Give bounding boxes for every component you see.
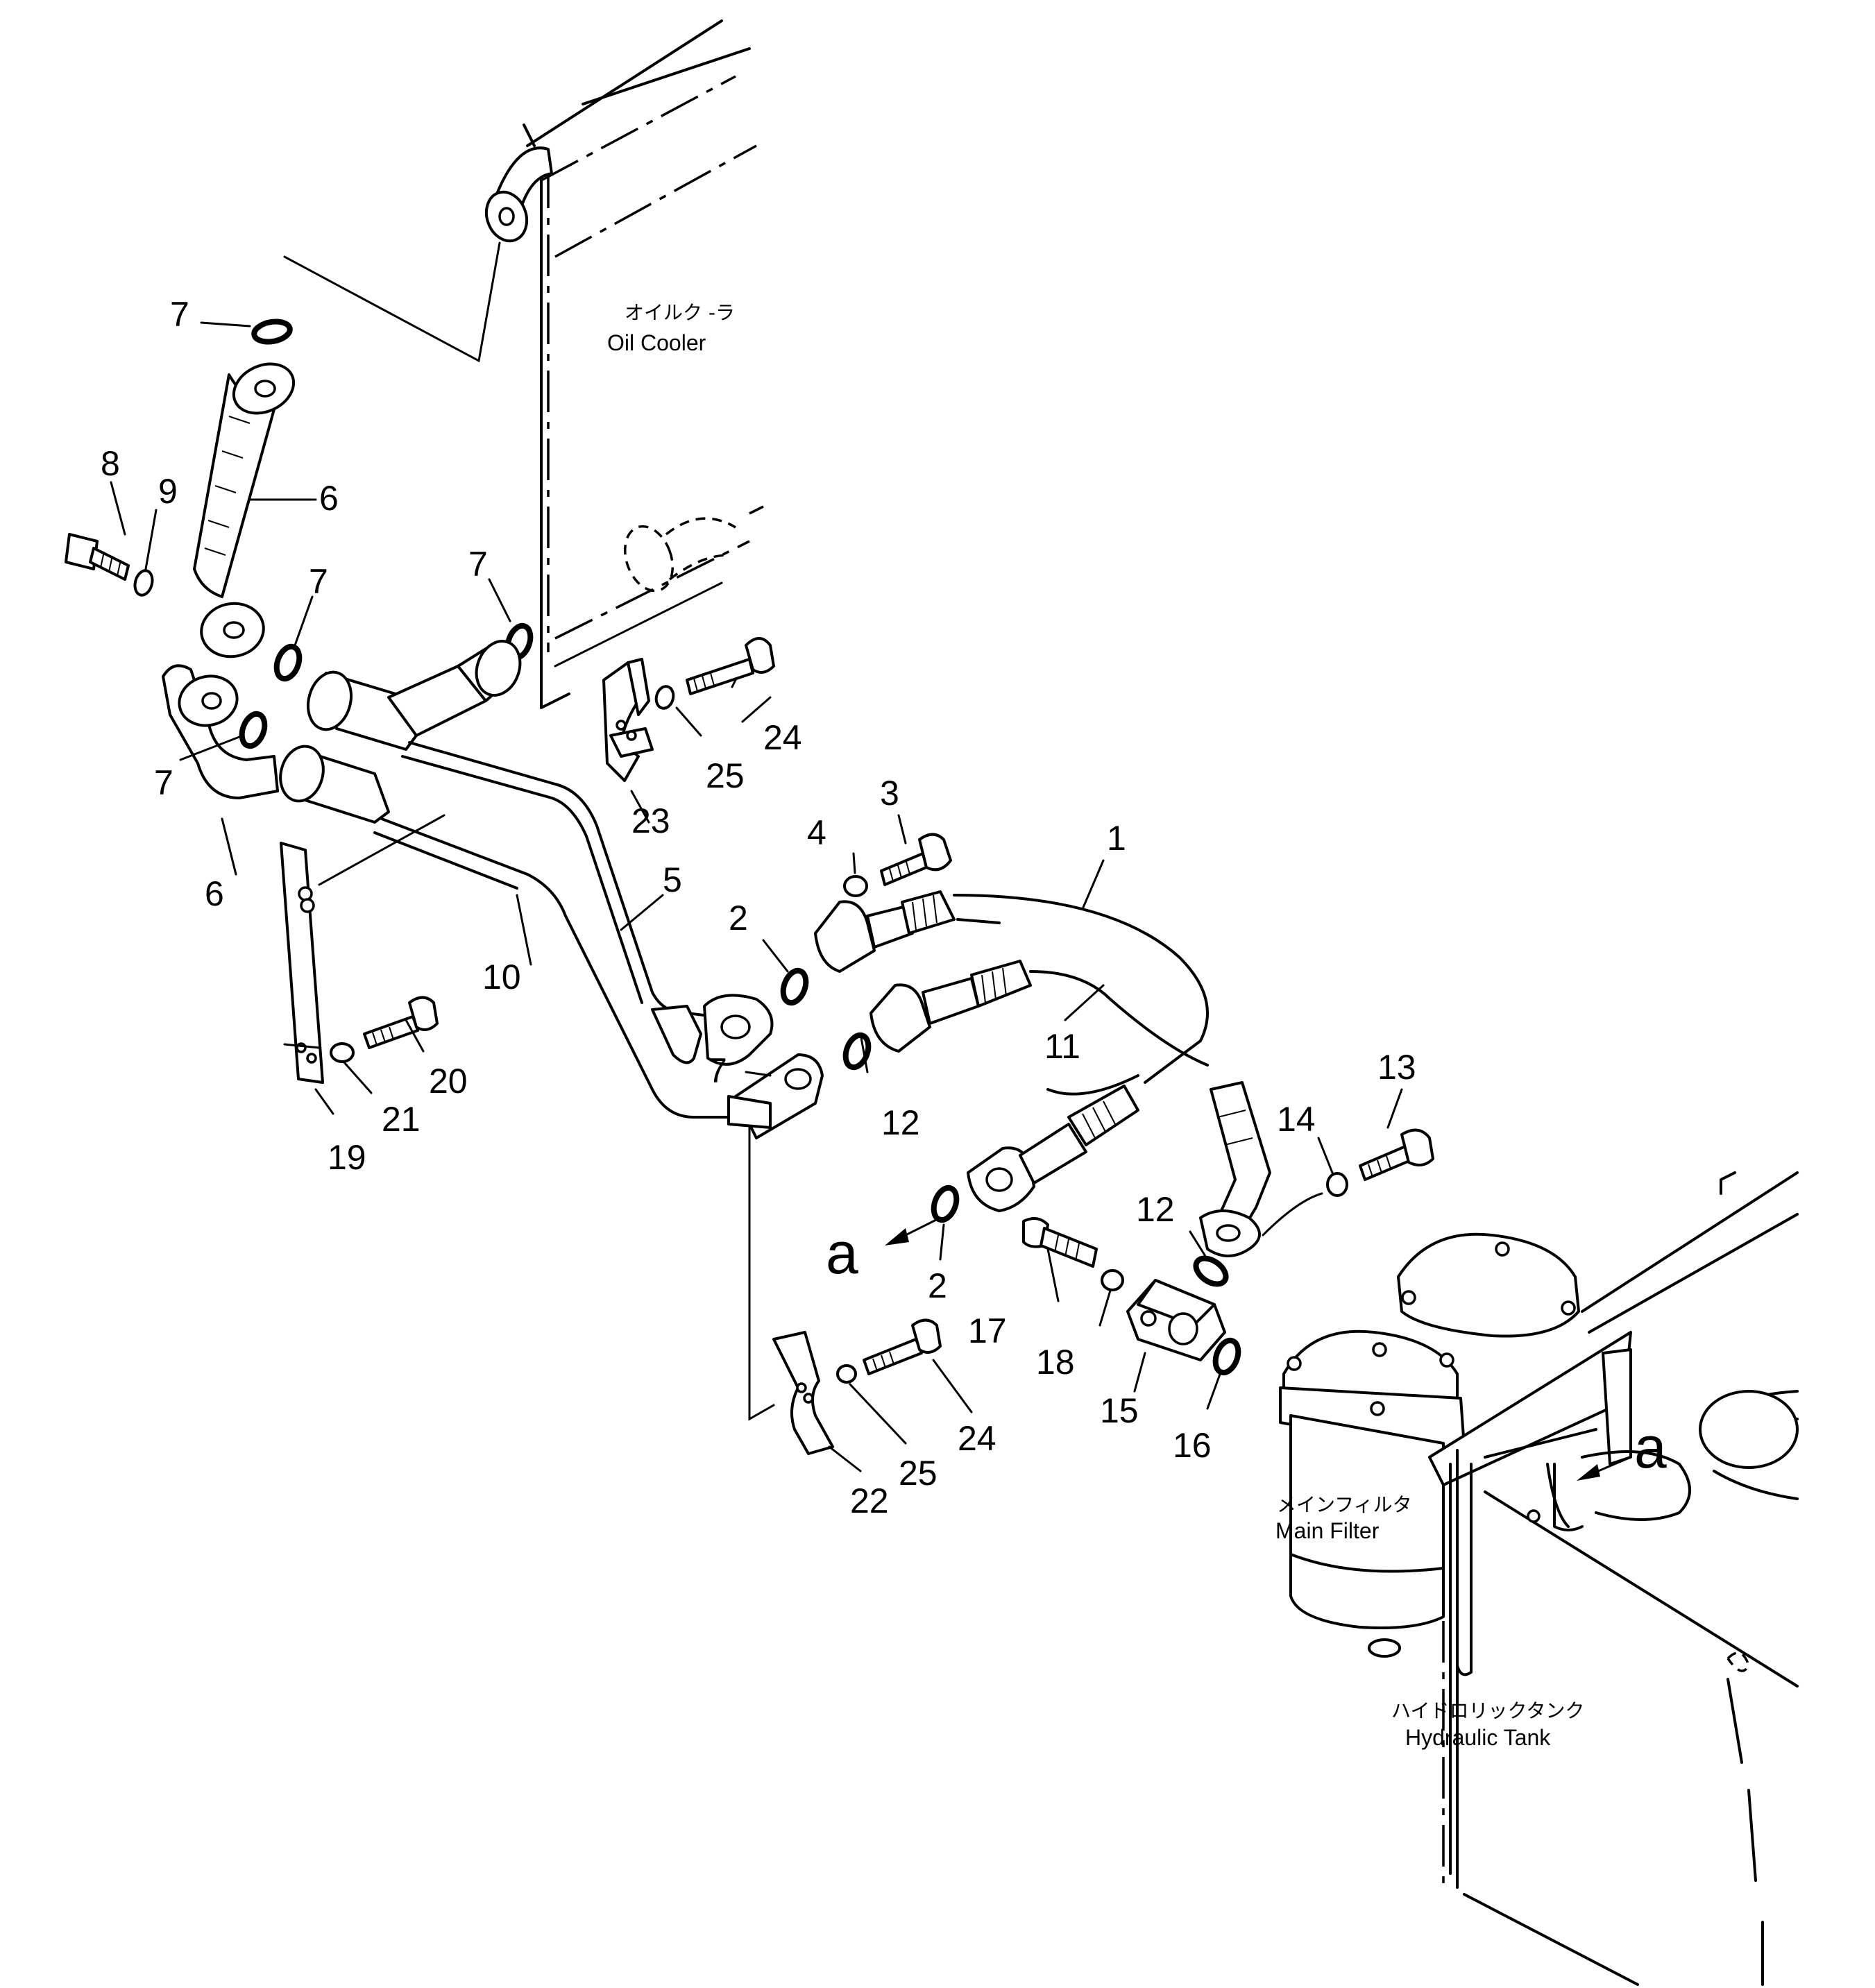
elbow-hose-6-lower bbox=[162, 664, 279, 799]
strap-19 bbox=[280, 814, 446, 1084]
block-15 bbox=[1126, 1279, 1226, 1361]
callout-12: 12 bbox=[1136, 1190, 1175, 1229]
callout-7: 7 bbox=[708, 1051, 727, 1090]
callout-7: 7 bbox=[468, 545, 488, 584]
callout-25: 25 bbox=[899, 1454, 938, 1493]
callout-17: 17 bbox=[968, 1311, 1007, 1350]
main-filter-label-en: Main Filter bbox=[1275, 1518, 1380, 1543]
callout-23: 23 bbox=[631, 801, 670, 840]
callout-8: 8 bbox=[101, 444, 120, 483]
o-rings bbox=[239, 318, 1241, 1376]
main-filter bbox=[1279, 1171, 1799, 1688]
bolt-20 bbox=[330, 996, 439, 1063]
callout-7: 7 bbox=[154, 763, 173, 802]
callout-15: 15 bbox=[1100, 1391, 1139, 1430]
callout-13: 13 bbox=[1377, 1048, 1416, 1087]
hydraulic-tank-label-en: Hydraulic Tank bbox=[1405, 1725, 1551, 1750]
callout-2: 2 bbox=[928, 1266, 947, 1305]
callout-6: 6 bbox=[205, 874, 224, 913]
callout-25: 25 bbox=[706, 756, 745, 795]
callout-24: 24 bbox=[763, 718, 802, 757]
callout-21: 21 bbox=[382, 1100, 421, 1139]
hydraulic-tank bbox=[1442, 1390, 1799, 1986]
view-arrows bbox=[885, 1216, 1632, 1481]
view-mark-right: a bbox=[1634, 1415, 1667, 1480]
main-filter-label-jp: メインフィルタ bbox=[1277, 1493, 1412, 1516]
callout-9: 9 bbox=[158, 472, 178, 511]
callout-20: 20 bbox=[429, 1062, 468, 1101]
bolt-8 bbox=[65, 533, 154, 597]
oil-cooler bbox=[484, 19, 764, 709]
callout-16: 16 bbox=[1173, 1426, 1212, 1465]
hydraulic-tank-label-jp: ハイドロリックタンク bbox=[1391, 1699, 1584, 1722]
callout-22: 22 bbox=[850, 1481, 889, 1520]
hose-6-upper bbox=[193, 241, 501, 659]
bolt-3 bbox=[843, 833, 952, 897]
leader-lines bbox=[110, 321, 1403, 1472]
bolt-17 bbox=[1022, 1217, 1124, 1291]
bolt-24-lower bbox=[836, 1318, 942, 1384]
callout-12: 12 bbox=[881, 1103, 920, 1142]
callout-7: 7 bbox=[309, 562, 328, 601]
hoses-1-and-11 bbox=[814, 890, 1271, 1257]
callout-19: 19 bbox=[328, 1138, 366, 1177]
callout-7: 7 bbox=[170, 295, 189, 334]
oil-cooler-label-en: Oil Cooler bbox=[607, 330, 706, 355]
callout-11: 11 bbox=[1044, 1027, 1080, 1066]
clamp-22 bbox=[772, 1331, 834, 1455]
callout-4: 4 bbox=[807, 813, 826, 852]
clamp-23 bbox=[602, 658, 654, 782]
callout-24: 24 bbox=[958, 1419, 996, 1458]
bolt-24-upper bbox=[654, 637, 775, 710]
callout-18: 18 bbox=[1036, 1343, 1075, 1382]
callout-5: 5 bbox=[663, 860, 682, 899]
pipes-5-and-10 bbox=[279, 640, 824, 1139]
oil-cooler-label-jp: オイルク -ラ bbox=[625, 301, 735, 324]
callout-2: 2 bbox=[729, 899, 748, 937]
callout-14: 14 bbox=[1277, 1100, 1316, 1139]
view-mark-left: a bbox=[826, 1221, 858, 1286]
callout-3: 3 bbox=[880, 774, 899, 813]
callout-10: 10 bbox=[482, 958, 521, 996]
callouts: 7 8 9 6 7 7 7 6 24 25 23 3 4 1 5 10 2 11… bbox=[101, 295, 1416, 1520]
callout-6: 6 bbox=[319, 479, 339, 518]
bolt-13 bbox=[1262, 1128, 1434, 1237]
callout-1: 1 bbox=[1107, 819, 1126, 858]
